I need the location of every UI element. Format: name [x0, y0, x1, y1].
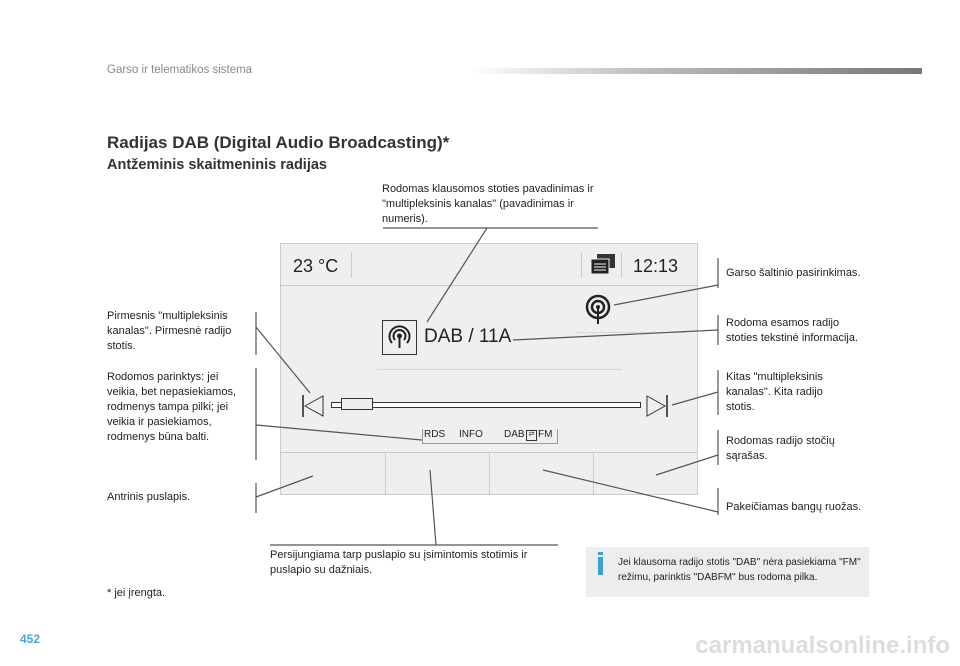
options-bar: RDS INFO DAB ⇄ FM: [422, 429, 558, 444]
header-bar: [470, 68, 922, 74]
callout-previous: Pirmesnis "multipleksinis kanalas". Pirm…: [107, 310, 232, 352]
callout-text-info: Rodoma esamos radijo stoties tekstinė in…: [726, 317, 859, 344]
soft-button-2[interactable]: [385, 453, 490, 495]
info-icon: [598, 552, 603, 575]
info-text: Jei klausoma radijo stotis "DAB" nėra pa…: [618, 557, 861, 583]
watermark: carmanualsonline.info: [695, 632, 950, 659]
option-rds[interactable]: RDS: [424, 429, 446, 440]
callout-switch: Persijungiama tarp puslapio su įsimintom…: [270, 549, 528, 576]
next-icon[interactable]: [645, 394, 669, 423]
section-header: Garso ir telematikos sistema: [107, 64, 253, 76]
radio-screen: 23 °C 12:13 DAB / 11A RDS INFO DAB ⇄ FM: [280, 243, 698, 495]
station-name: DAB / 11A: [424, 326, 512, 347]
footnote: * jei įrengta.: [107, 587, 166, 599]
source-icon[interactable]: [585, 294, 611, 331]
option-fm[interactable]: FM: [538, 429, 553, 440]
previous-icon[interactable]: [301, 394, 325, 423]
slider-handle[interactable]: [341, 398, 373, 410]
menu-icon[interactable]: [590, 254, 615, 275]
frequency-slider[interactable]: [331, 402, 641, 408]
soft-button-1[interactable]: [281, 453, 386, 495]
callout-band: Pakeičiamas bangų ruožas.: [726, 501, 862, 513]
callout-source: Garso šaltinio pasirinkimas.: [726, 267, 861, 279]
option-info[interactable]: INFO: [459, 429, 483, 440]
page-subtitle: Antžeminis skaitmeninis radijas: [107, 157, 327, 173]
switch-icon: ⇄: [526, 430, 537, 441]
clock: 12:13: [633, 256, 679, 276]
page-number: 452: [20, 632, 41, 646]
option-dab[interactable]: DAB: [504, 429, 525, 440]
page-title: Radijas DAB (Digital Audio Broadcasting)…: [107, 133, 450, 152]
callout-list: Rodomas radijo stočių sąrašas.: [726, 435, 835, 462]
soft-button-3[interactable]: [489, 453, 594, 495]
temperature: 23 °C: [293, 256, 339, 276]
info-box: Jei klausoma radijo stotis "DAB" nėra pa…: [586, 547, 869, 597]
callout-next: Kitas "multipleksinis kanalas". Kita rad…: [726, 371, 823, 413]
callout-station-name: Rodomas klausomos stoties pavadinimas ir…: [382, 183, 594, 225]
callout-options: Rodomos parinktys: jei veikia, bet nepas…: [107, 371, 237, 443]
dab-station-icon: [382, 320, 417, 355]
callout-secondary: Antrinis puslapis.: [107, 491, 191, 503]
